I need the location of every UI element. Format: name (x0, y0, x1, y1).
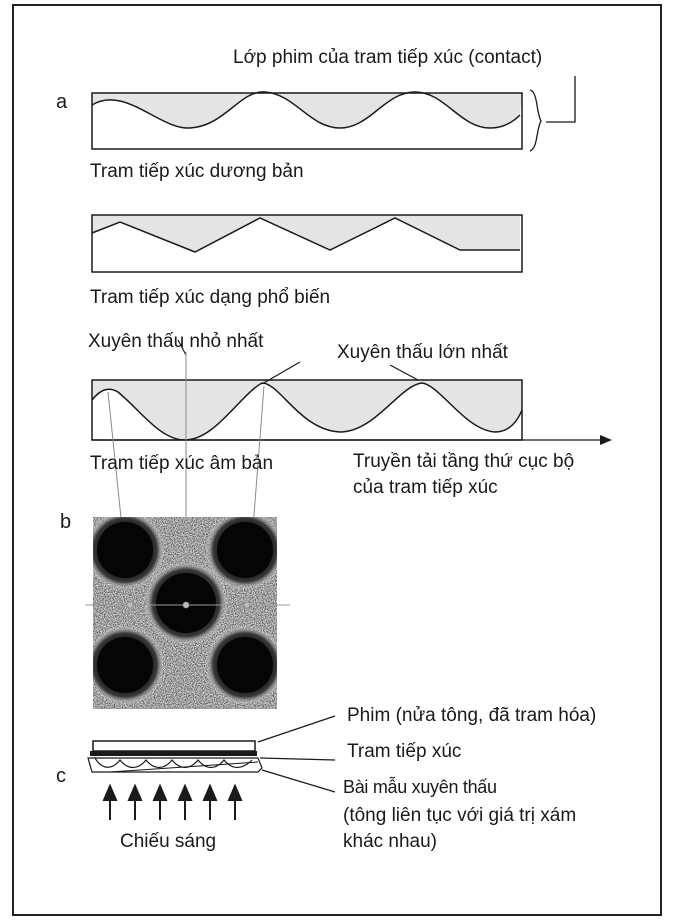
panel-c-label: c (56, 765, 66, 787)
illumination-label: Chiếu sáng (120, 831, 217, 852)
figure-frame (12, 4, 662, 916)
max-transmission-label: Xuyên thấu lớn nhất (337, 342, 508, 363)
halftone-dot-grid (93, 517, 277, 709)
positive-screen (91, 91, 523, 150)
contact-screen-label: Tram tiếp xúc (347, 741, 462, 762)
contact-film-label: Lớp phim của tram tiếp xúc (contact) (233, 47, 543, 68)
density-axis-arrow (92, 435, 612, 445)
original-label: Bài mẫu xuyên thấu (343, 777, 497, 797)
common-screen (91, 214, 523, 273)
common-screen-label: Tram tiếp xúc dạng phổ biến (90, 287, 331, 308)
negative-screen-label: Tram tiếp xúc âm bản (90, 453, 274, 474)
positive-screen-label: Tram tiếp xúc dương bản (90, 161, 304, 182)
exposure-stack (87, 740, 263, 773)
min-transmission-label: Xuyên thấu nhỏ nhất (88, 331, 264, 352)
film-label: Phim (nửa tông, đã tram hóa) (347, 705, 597, 726)
panel-b-label: b (60, 511, 72, 533)
original-description: (tông liên tục với giá trị xám khác nhau… (343, 805, 577, 852)
panel-c-leaders (257, 715, 336, 793)
transmission-leaders (177, 339, 419, 385)
panel-a-label: a (56, 91, 68, 113)
density-caption: Truyền tải tầng thứ cục bộ của tram tiếp… (353, 451, 575, 498)
contact-film-bracket (529, 76, 576, 152)
illumination-arrows (102, 783, 243, 820)
negative-screen (91, 379, 523, 441)
panel-b-crosshair (85, 601, 290, 609)
